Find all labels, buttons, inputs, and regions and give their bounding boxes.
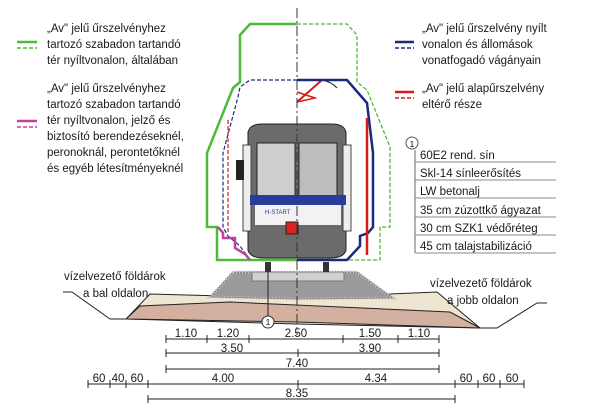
legend-text: peronoknál, perontetőknél (47, 147, 180, 159)
dim-label: 60 (460, 373, 473, 385)
legend-text: vonalon és állomások (422, 39, 533, 51)
embankment (63, 262, 547, 329)
tram-front-view: H-START (236, 123, 352, 259)
legend-left: „Av" jelű űrszelvényhez tartozó szabadon… (17, 23, 184, 175)
left-ditch (63, 291, 126, 320)
dim-label: 60 (483, 373, 496, 385)
dimension-labels: 1.10 1.20 2.50 1.50 1.10 3.50 3.90 7.40 … (93, 328, 519, 400)
magenta-gauge (217, 226, 251, 261)
dim-label: 3.90 (359, 343, 381, 355)
green-gauge-solid (205, 22, 297, 262)
rail-left (265, 262, 271, 272)
dim-label: 1.20 (217, 328, 239, 340)
dimension-lines (87, 335, 525, 403)
layer-item: Skl-14 sínleerősítés (420, 168, 521, 180)
dim-label: 7.40 (286, 358, 308, 370)
legend-right: „Av" jelű űrszelvény nyílt vonalon és ál… (395, 23, 547, 111)
legend-text: biztosító berendezéseknél, (47, 131, 184, 143)
layer-item: LW betonalj (420, 186, 480, 198)
right-ditch (480, 302, 547, 329)
legend-text: vonatfogadó vágányain (422, 55, 541, 67)
marker-number: 1 (266, 318, 271, 327)
legend-text: és egyéb létesítményeknél (47, 163, 183, 175)
ditch-left-label: a bal oldalon (83, 288, 148, 300)
marker-circle (261, 315, 275, 329)
dim-label: 8.35 (286, 388, 308, 400)
dim-label: 4.00 (212, 373, 234, 385)
rail-right (323, 262, 329, 272)
marker-number: 1 (410, 140, 415, 149)
marker-circle (405, 136, 419, 150)
dim-label: 40 (112, 373, 125, 385)
legend-text: „Av" jelű alapűrszelvény (422, 83, 544, 95)
pantograph (296, 79, 338, 103)
legend-text: tér nyíltvonalon, általában (47, 55, 178, 67)
dim-label: 1.10 (175, 328, 197, 340)
layer-item: 60E2 rend. sín (420, 150, 495, 162)
ditch-right-label: vízelvezető földárok (430, 278, 532, 290)
layer-item: 30 cm SZK1 védőréteg (420, 223, 538, 235)
dim-label: 60 (93, 373, 106, 385)
dim-label: 1.10 (408, 328, 430, 340)
layer-item: 45 cm talajstabilizáció (420, 241, 532, 253)
legend-text: tér nyíltvonalon, jelző és (47, 115, 171, 127)
navy-gauge-solid (297, 78, 375, 262)
green-gauge-dashed (297, 23, 391, 261)
sleeper (251, 271, 345, 282)
layer-item: 35 cm zúzottkő ágyazat (420, 205, 542, 217)
legend-text: eltérő része (422, 99, 482, 111)
tram-label: H-START (265, 210, 291, 216)
legend-text: „Av" jelű űrszelvényhez (47, 83, 166, 95)
layer-structure-table: 1 60E2 rend. sín Skl-14 sínleerősítés LW… (405, 136, 556, 254)
dim-label: 1.50 (359, 328, 381, 340)
ditch-left-label: vízelvezető földárok (64, 271, 166, 283)
legend-text: tartozó szabadon tartandó (47, 39, 181, 51)
legend-text: tartozó szabadon tartandó (47, 99, 181, 111)
dim-label: 60 (506, 373, 519, 385)
legend-text: „Av" jelű űrszelvény nyílt (422, 23, 547, 35)
dim-label: 4.34 (365, 373, 388, 385)
dim-label: 2.50 (285, 328, 307, 340)
dim-label: 3.50 (221, 343, 243, 355)
ditch-right-label: a jobb oldalon (447, 295, 519, 307)
legend-text: „Av" jelű űrszelvényhez (47, 23, 166, 35)
dim-label: 60 (131, 373, 144, 385)
